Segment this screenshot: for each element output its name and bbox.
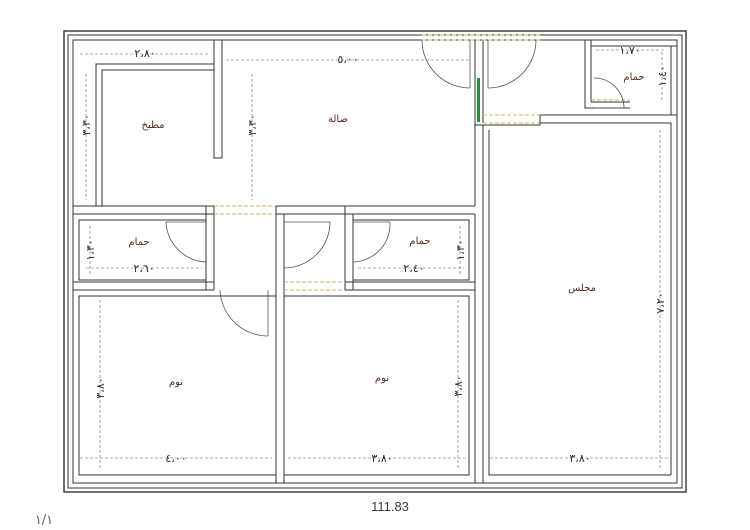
dim-bath-left-width: ٢،٦٠ — [133, 262, 154, 275]
dim-hall-height: ٣،٣٠ — [246, 114, 259, 135]
room-label-majlis: مجلس — [568, 283, 596, 294]
interior-walls — [73, 39, 677, 483]
room-label-bedroom-left: نوم — [169, 377, 183, 388]
bedroom-left-door — [219, 289, 269, 337]
door-markers — [477, 78, 480, 122]
hall-side-door — [283, 221, 331, 269]
dim-bedroom-middle-width: ٣،٨٠ — [371, 452, 392, 465]
room-label-bath-right: حمام — [409, 236, 430, 247]
room-label-bedroom-middle: نوم — [375, 373, 389, 384]
sheet-number: ١/١ — [35, 513, 53, 528]
outer-walls — [63, 30, 687, 493]
entrance-door-right — [487, 39, 537, 89]
dim-bedroom-left-width: ٤،٠٠ — [165, 452, 186, 465]
dim-bedroom-middle-height: ٣،٨٠ — [452, 375, 465, 396]
dim-bath-top-width: ١،٧٠ — [619, 44, 640, 57]
doors — [165, 39, 625, 337]
dim-hall-width: ٥،٠٠ — [337, 53, 358, 66]
windows — [214, 34, 630, 291]
dim-majlis-width: ٣،٨٠ — [569, 452, 590, 465]
room-label-hall: صالة — [328, 114, 348, 125]
total-area: 111.83 — [371, 499, 409, 514]
dim-bedroom-left-height: ٣،٨٠ — [94, 377, 107, 398]
dim-bath-left-height: ١،٣٠ — [84, 239, 97, 260]
dim-bath-right-width: ٢،٤٠ — [403, 262, 424, 275]
dimension-labels: ٢،٨٠ ٥،٠٠ ١،٧٠ ١،٤٠ ٣،٣٠ ٣،٣٠ ١،٣٠ ٢،٦٠ … — [80, 44, 669, 465]
dim-bath-top-height: ١،٤٠ — [656, 65, 669, 86]
room-label-bath-left: حمام — [128, 237, 149, 248]
bath-top-door — [593, 77, 625, 109]
room-labels: مطبخ صالة حمام حمام حمام مجلس نوم نوم — [128, 72, 644, 388]
dimension-lines — [80, 49, 668, 470]
dim-bath-right-height: ١،٣٠ — [454, 239, 467, 260]
dim-kitchen-width: ٢،٨٠ — [134, 47, 155, 60]
room-label-kitchen: مطبخ — [141, 120, 164, 131]
dim-majlis-height: ٧،٢٠ — [654, 292, 667, 313]
entrance-door-left — [421, 39, 471, 89]
bath-left-door — [165, 221, 207, 263]
room-label-bath-top: حمام — [623, 72, 644, 83]
dim-kitchen-height: ٣،٣٠ — [80, 114, 93, 135]
bath-right-door — [352, 221, 391, 263]
